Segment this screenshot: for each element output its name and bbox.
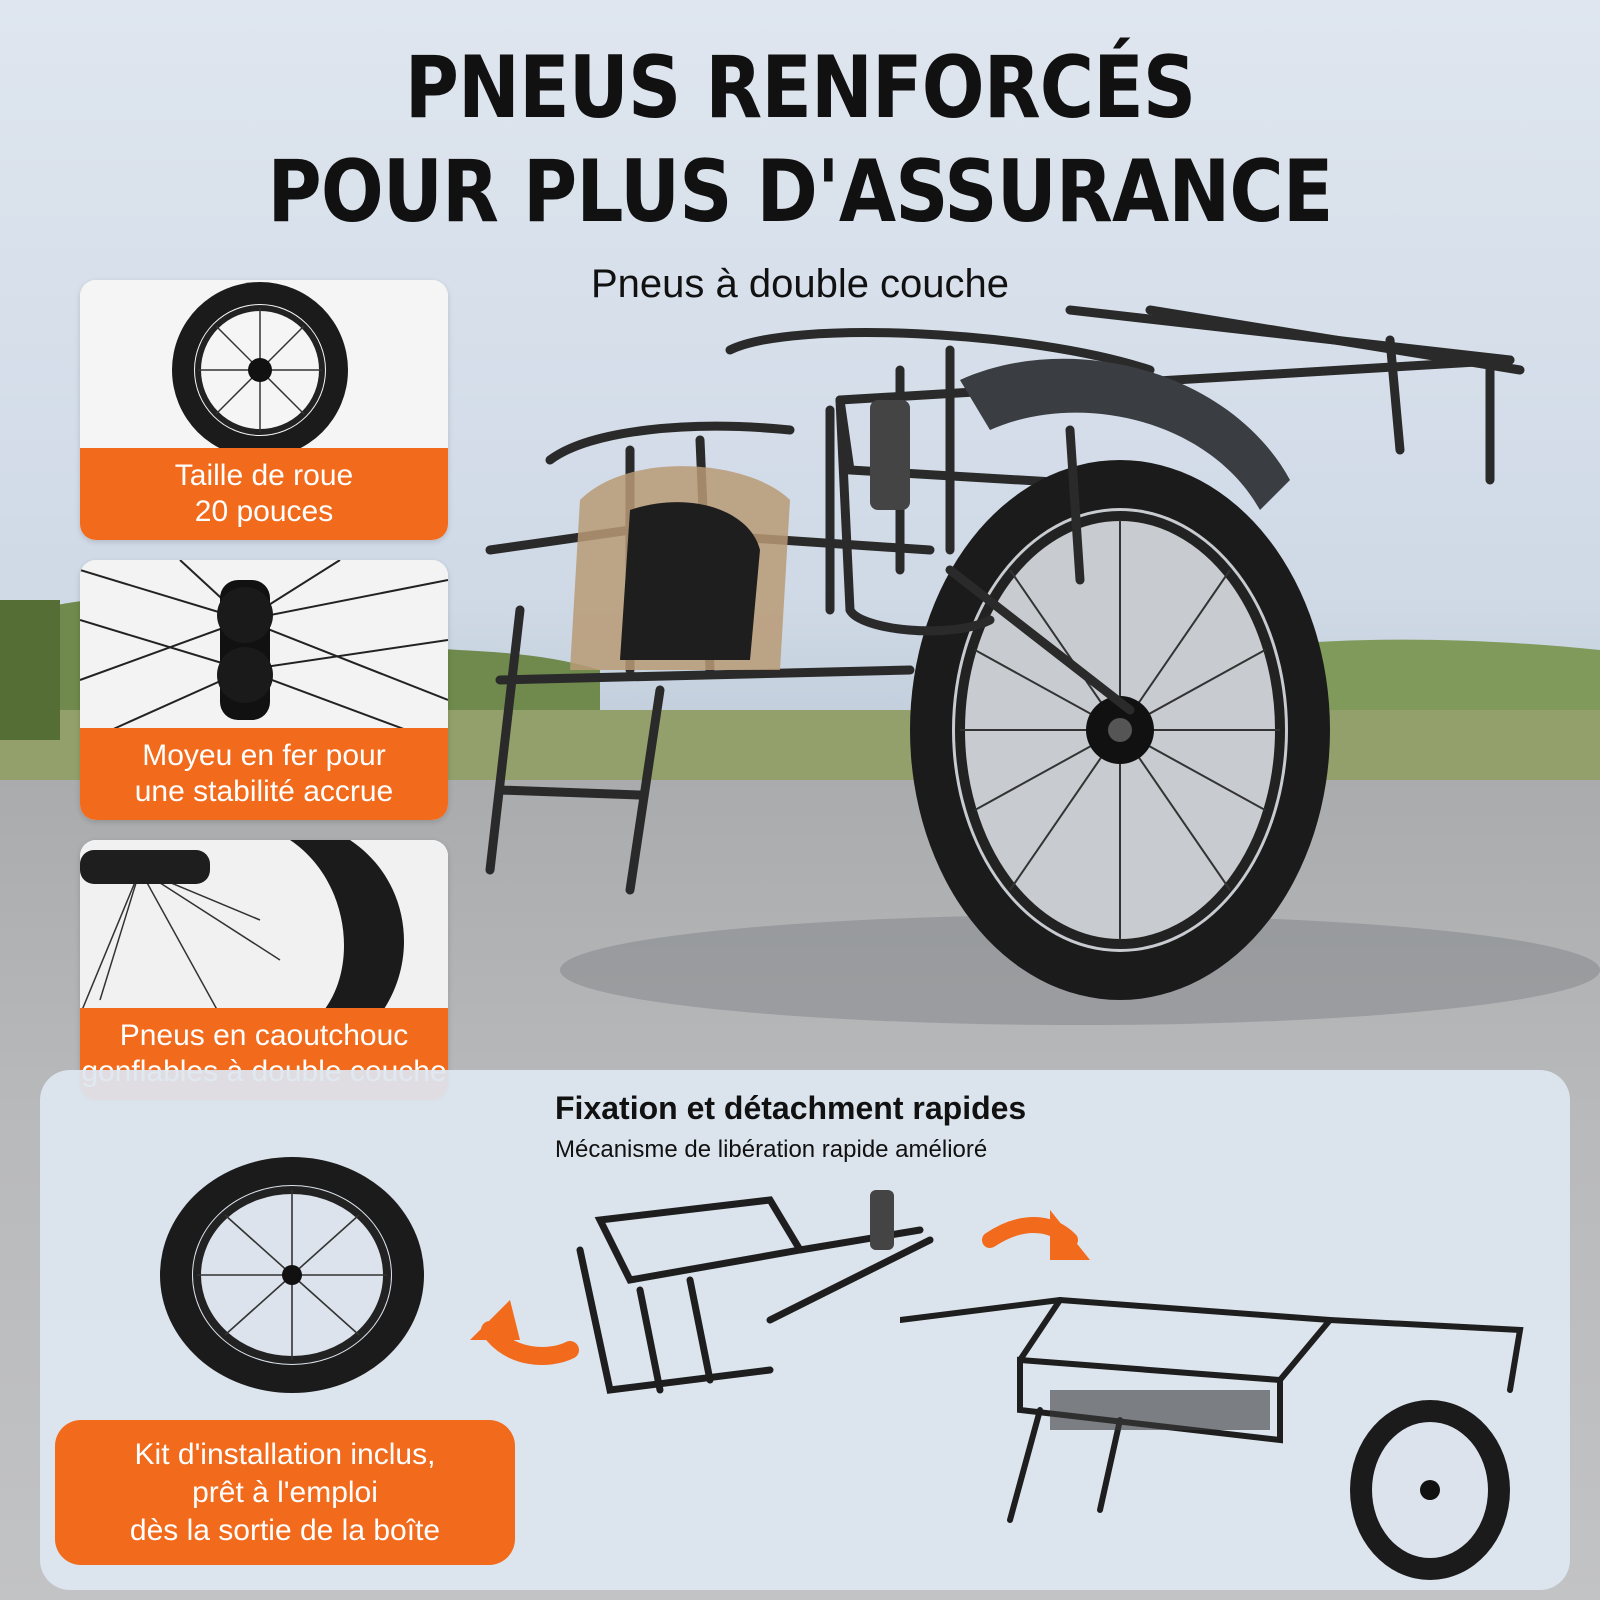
spare-wheel-image — [160, 1157, 424, 1393]
page-title: PNEUS RENFORCÉS POUR PLUS D'ASSURANCE — [112, 36, 1488, 244]
feature-card-hub: Moyeu en fer pour une stabilité accrue — [80, 560, 448, 820]
title-line-1: PNEUS RENFORCÉS — [404, 38, 1196, 138]
quick-release-subtitle: Mécanisme de libération rapide amélioré — [555, 1136, 988, 1163]
feature-card-tire: Pneus en caoutchouc gonflables à double … — [80, 840, 448, 1100]
hub-icon — [80, 560, 448, 735]
quick-release-title: Fixation et détachment rapides — [555, 1090, 1027, 1126]
rack-assembly-image — [470, 1190, 934, 1394]
assembled-trailer-image — [900, 1296, 1524, 1580]
feature-label-wheel-size: Taille de roue 20 pouces — [80, 448, 448, 540]
title-line-2: POUR PLUS D'ASSURANCE — [267, 142, 1333, 242]
hero-wheel — [910, 460, 1330, 1000]
feature-card-wheel-size: Taille de roue 20 pouces — [80, 280, 448, 540]
tire-icon — [80, 840, 448, 1015]
wheel-icon — [80, 280, 448, 455]
trailer-hero-image — [485, 305, 1600, 1025]
feature-label-hub: Moyeu en fer pour une stabilité accrue — [80, 728, 448, 820]
orange-arrow-icon — [982, 1210, 1090, 1260]
kit-included-badge: Kit d'installation inclus, prêt à l'empl… — [55, 1420, 515, 1565]
page-subtitle: Pneus à double couche — [590, 262, 1010, 306]
